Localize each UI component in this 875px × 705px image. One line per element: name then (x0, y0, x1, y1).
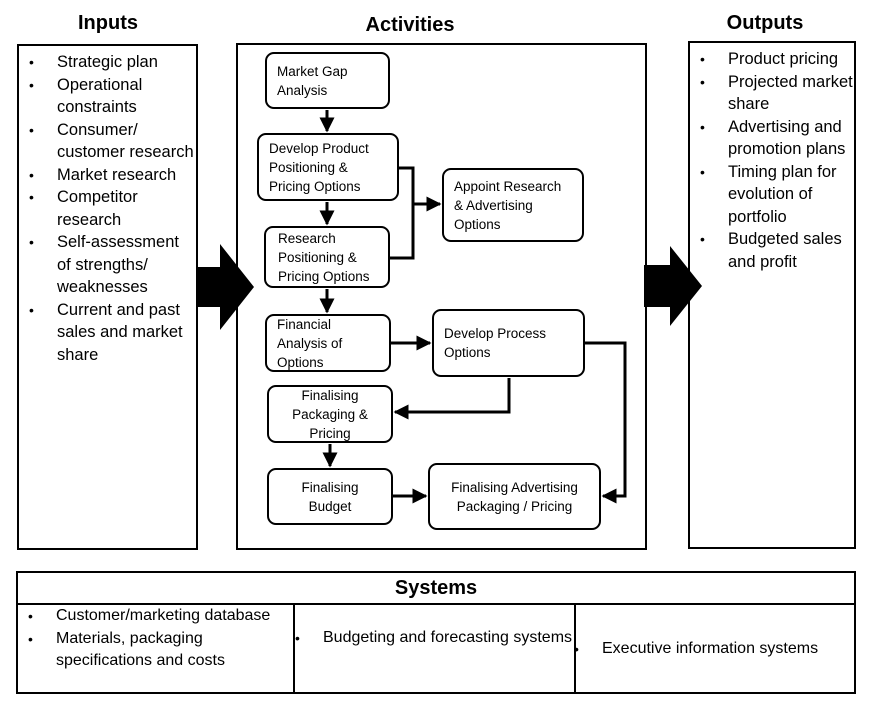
list-item: Operational constraints (29, 74, 196, 119)
box-label: Appoint Research & Advertising Options (454, 178, 562, 232)
systems-col-3-list: Executive information systems (574, 638, 854, 661)
box-develop-product-positioning: Develop Product Positioning & Pricing Op… (257, 133, 399, 201)
systems-panel: Systems Customer/marketing databaseMater… (16, 571, 856, 694)
list-item: Current and past sales and market share (29, 299, 196, 367)
box-label: Finalising Budget (301, 479, 359, 514)
list-item: Product pricing (700, 48, 854, 71)
connector-research-to-appoint (390, 204, 415, 260)
box-label: Develop Process Options (444, 326, 547, 360)
connector-process-to-packaging (393, 378, 511, 420)
systems-col-2: Budgeting and forecasting systems (295, 605, 576, 692)
box-label: Finalising Packaging & Pricing (292, 387, 368, 441)
list-item: Materials, packaging specifications and … (28, 628, 293, 673)
list-item: Advertising and promotion plans (700, 116, 854, 161)
activities-to-output-arrow (644, 246, 702, 326)
list-item: Consumer/ customer research (29, 119, 196, 164)
list-item: Executive information systems (574, 638, 854, 661)
systems-col-1-list: Customer/marketing databaseMaterials, pa… (18, 605, 293, 673)
box-finalising-advertising: Finalising Advertising Packaging / Prici… (428, 463, 601, 530)
list-item: Budgeting and forecasting systems (295, 627, 574, 650)
box-label: Market Gap Analysis (277, 63, 348, 98)
list-item: Timing plan for evolution of portfolio (700, 161, 854, 229)
box-finalising-packaging: Finalising Packaging & Pricing (267, 385, 393, 443)
list-item: Projected market share (700, 71, 854, 116)
systems-col-1: Customer/marketing databaseMaterials, pa… (18, 605, 295, 692)
list-item: Strategic plan (29, 51, 196, 74)
list-item: Competitor research (29, 186, 196, 231)
box-appoint-research: Appoint Research & Advertising Options (442, 168, 584, 242)
systems-columns: Customer/marketing databaseMaterials, pa… (18, 605, 854, 692)
systems-col-2-list: Budgeting and forecasting systems (295, 627, 574, 650)
systems-title: Systems (18, 573, 854, 605)
box-finalising-budget: Finalising Budget (267, 468, 393, 525)
box-market-gap-analysis: Market Gap Analysis (265, 52, 390, 109)
list-item: Market research (29, 164, 196, 187)
box-label: Financial Analysis of Options (277, 316, 343, 370)
box-financial-analysis: Financial Analysis of Options (265, 314, 391, 372)
list-item: Customer/marketing database (28, 605, 293, 628)
activities-title: Activities (365, 14, 455, 36)
box-label: Finalising Advertising Packaging / Prici… (451, 479, 578, 514)
input-to-activities-arrow (196, 244, 254, 330)
connector-develop-to-appoint (399, 166, 442, 212)
box-research-positioning: Research Positioning & Pricing Options (264, 226, 390, 288)
box-develop-process-options: Develop Process Options (432, 309, 585, 377)
outputs-panel: Product pricingProjected market shareAdv… (688, 41, 856, 549)
list-item: Budgeted sales and profit (700, 228, 854, 273)
outputs-list: Product pricingProjected market shareAdv… (690, 48, 854, 273)
inputs-title: Inputs (78, 12, 138, 34)
inputs-list: Strategic planOperational constraintsCon… (19, 51, 196, 366)
connector-process-to-advertising (585, 341, 627, 504)
systems-col-3: Executive information systems (574, 605, 854, 692)
box-label: Develop Product Positioning & Pricing Op… (269, 140, 369, 194)
outputs-title: Outputs (726, 12, 804, 34)
list-item: Self-assessment of strengths/ weaknesses (29, 231, 196, 299)
box-label: Research Positioning & Pricing Options (278, 230, 370, 284)
